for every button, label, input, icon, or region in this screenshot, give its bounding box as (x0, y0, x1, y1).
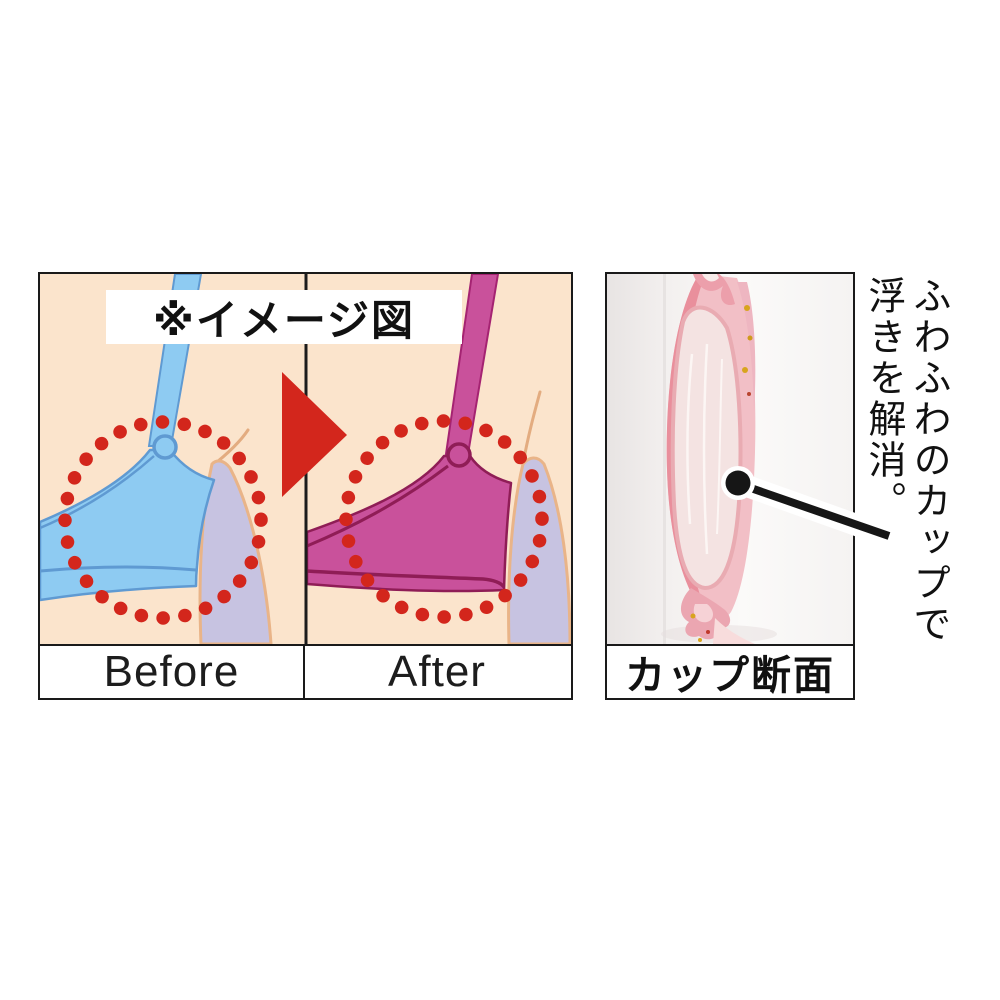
cup-top-wisp (702, 274, 719, 282)
before-bra-cup (40, 448, 216, 602)
after-bra-seam (306, 464, 449, 548)
after-bra-band-line (306, 569, 506, 589)
diagram-note-text: ※イメージ図 (153, 296, 415, 344)
floral-fabric (737, 282, 756, 412)
photo-background-edge (663, 274, 666, 644)
after-scene (305, 274, 571, 644)
annotation-line-2: 浮きを解消。 (862, 276, 904, 522)
floral-speck (698, 638, 702, 642)
cup-cross-section-caption: カップ断面 (625, 654, 835, 698)
before-bra-band-line (40, 565, 197, 573)
cup-bottom-tail (713, 618, 755, 644)
annotation-text: ふわふわのカップで 浮きを解消。 (860, 276, 950, 696)
floral-speck (747, 335, 753, 341)
before-bra-seam (40, 455, 155, 530)
cup-photo-illustration (607, 274, 853, 644)
cup-bottom-crumple-light (693, 604, 713, 623)
padding-texture (686, 353, 694, 525)
before-after-illustration: ※イメージ図 (40, 274, 571, 644)
before-after-panel: ※イメージ図 Before After (38, 272, 573, 700)
padding-texture (716, 358, 723, 535)
after-arm (507, 456, 571, 644)
after-dotted-ring-icon (339, 414, 549, 624)
before-strap-ring-icon (152, 434, 178, 460)
padding-texture (702, 343, 709, 555)
before-after-label-band: Before After (40, 644, 571, 698)
floral-speck (744, 305, 750, 311)
floral-speck (747, 392, 751, 396)
before-label: Before (40, 646, 305, 698)
floral-speck (706, 630, 710, 634)
cup-cross-section-panel: カップ断面 (605, 272, 855, 700)
floral-speck (690, 613, 696, 619)
cup-cross-section-caption-band: カップ断面 (607, 644, 853, 698)
floral-speck (742, 367, 748, 373)
cup-cross-section-photo (607, 274, 853, 644)
after-label: After (388, 647, 486, 696)
arrow-right-icon (282, 372, 347, 497)
cup-top-fold (693, 274, 735, 306)
diagram-note-box: ※イメージ図 (106, 290, 462, 344)
before-dotted-ring-icon (58, 415, 268, 625)
after-strap-ring-icon (446, 442, 472, 468)
annotation-line-1: ふわふわのカップで (907, 276, 949, 645)
